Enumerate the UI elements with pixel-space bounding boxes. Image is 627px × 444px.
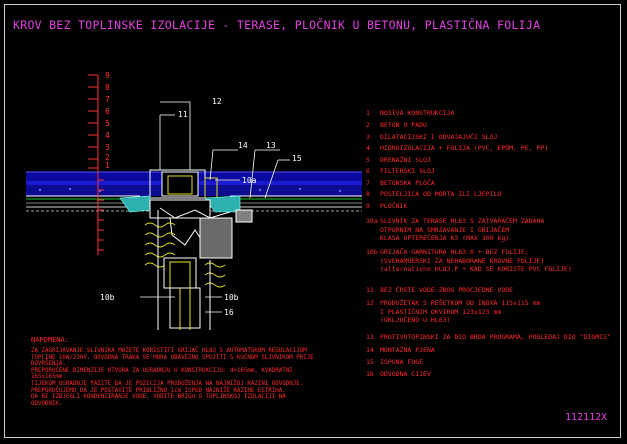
level-numbers: 9 8 7 6 5 4 3 2 1 — [105, 71, 110, 170]
legend-text-15: ISPUNA FUGE — [380, 358, 424, 366]
legend-num-10a: 10a — [366, 217, 378, 225]
legend: 1 NOSIVA KONSTRUKCIJA 2 BETON U PADU 3 DILATA… — [366, 0, 621, 444]
legend-text-8: POSTELJICA OD MORTA ILI LJEPILO — [380, 190, 502, 198]
legend-text-11: BEZ ČRSTE VODE ZBOG PROCJEDNE VODE — [380, 286, 514, 294]
legend-text-6: FILTERSKI SLOJ — [380, 167, 435, 175]
legend-num-1: 1 — [366, 109, 370, 117]
callout-14: 14 — [238, 141, 248, 150]
leader-lines — [140, 101, 290, 313]
level-1: 1 — [105, 161, 110, 170]
legend-num-10b: 10b — [366, 248, 378, 256]
drawing-frame — [4, 4, 621, 438]
callout-10a: 10a — [242, 176, 257, 185]
legend-num-15: 15 — [366, 358, 374, 366]
legend-text-5: DRENAŽNI SLOJ — [380, 156, 431, 164]
legend-num-14: 14 — [366, 346, 374, 354]
foam-insulation — [144, 222, 226, 288]
legend-num-12: 12 — [366, 299, 374, 307]
legend-text-7: BETONSKA PLOČA — [380, 179, 435, 187]
legend-text-2: BETON U PADU — [380, 121, 427, 129]
legend-num-8: 8 — [366, 190, 370, 198]
callout-15: 15 — [292, 154, 302, 163]
legend-text-1: NOSIVA KONSTRUKCIJA — [380, 109, 455, 117]
callout-11: 11 — [178, 110, 188, 119]
level-7: 7 — [105, 95, 110, 104]
legend-text-16: ODVODNA CIJEV — [380, 370, 431, 378]
legend-text-4: HIDROIZOLACIJA + FOLIJA (PVC, EPDM, PE, … — [380, 144, 549, 152]
legend-num-7: 7 — [366, 179, 370, 187]
legend-num-3: 3 — [366, 133, 370, 141]
legend-num-13: 13 — [366, 333, 374, 341]
callout-16: 16 — [224, 308, 234, 317]
callout-13: 13 — [266, 141, 276, 150]
legend-text-3: DILATACIJSKI I ODVAJAJUĆI SLOJ — [380, 133, 498, 141]
callout-12: 12 — [212, 97, 222, 106]
legend-text-10a: SLIVNIK ZA TERASE HL63 S ZATVARAČEM ZADA… — [380, 217, 545, 243]
drawing-code: 112112X — [565, 412, 608, 423]
notes-text: ZA ZAGRIJAVANJE SLIVNIKA MOŽETE KORISTIT… — [31, 348, 314, 407]
legend-num-16: 16 — [366, 370, 374, 378]
level-8: 8 — [105, 83, 110, 92]
drainage-gravel — [38, 187, 342, 193]
legend-num-6: 6 — [366, 167, 370, 175]
level-9: 9 — [105, 71, 110, 80]
legend-text-9: PLOČNIK — [380, 202, 408, 210]
level-scale — [88, 74, 104, 255]
level-4: 4 — [105, 131, 110, 140]
legend-num-5: 5 — [366, 156, 370, 164]
legend-num-9: 9 — [366, 202, 370, 210]
legend-num-11: 11 — [366, 286, 374, 294]
notes-title: NAPOMENA: — [31, 336, 69, 344]
terrace-drain — [119, 169, 253, 330]
legend-text-14: MONTAŽNA PJENA — [380, 346, 435, 354]
callout-10b-right: 10b — [224, 293, 239, 302]
legend-num-4: 4 — [366, 144, 370, 152]
level-6: 6 — [105, 107, 110, 116]
legend-text-10b: GRIJAČA GARNITURA HL83.0 + BEZ FOLIJE, (… — [380, 248, 572, 274]
level-2: 2 — [105, 153, 110, 162]
level-3: 3 — [105, 143, 110, 152]
legend-text-13: PROTIVOTOPINSKI ZA DIO BRDA PROGRAMA, PO… — [380, 333, 611, 341]
drawing-title: KROV BEZ TOPLINSKE IZOLACIJE - TERASE, P… — [13, 18, 541, 32]
level-5: 5 — [105, 119, 110, 128]
slab-edges — [157, 210, 211, 330]
legend-text-12: PRODUŽETAK S REŠETKOM OD INOXA 115x115 m… — [380, 299, 541, 325]
legend-num-2: 2 — [366, 121, 370, 129]
callout-10b-left: 10b — [100, 293, 115, 302]
